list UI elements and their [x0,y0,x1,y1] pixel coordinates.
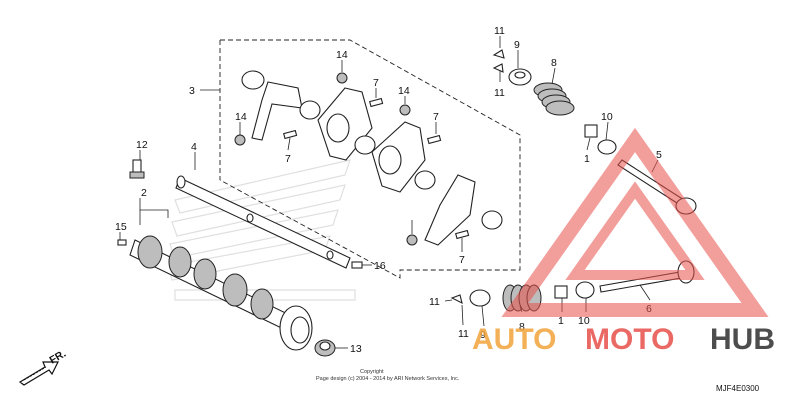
watermark-word-moto: MOTO [585,323,674,356]
callout-7c: 7 [433,111,439,123]
valve-spring-retainer-lower [469,289,491,307]
valve-stem-seal-upper [584,124,598,138]
callout-9a: 9 [514,39,520,51]
callout-13: 13 [350,343,362,355]
callout-11c: 11 [429,296,440,308]
watermark-word-auto: AUTO [472,323,556,356]
watermark-logo [501,127,769,317]
leader-lines [119,36,659,349]
rocker-arm-1 [241,70,321,141]
lock-nut-14a [234,134,246,146]
callout-2: 2 [141,187,147,199]
callout-14a: 14 [235,111,247,123]
callout-5: 5 [656,149,662,161]
callout-1a: 1 [584,153,590,165]
callout-7b: 7 [373,77,379,89]
callout-14c: 14 [398,85,410,97]
callout-8b: 8 [519,321,525,333]
bolt-12 [129,159,145,179]
dowel-pin-15 [117,239,127,246]
callout-7d: 7 [459,254,465,266]
valve-cotter-upper [492,49,505,73]
valve-spring-upper [533,82,575,116]
callout-16: 16 [374,260,386,272]
front-direction-indicator: FR. [18,348,68,386]
copyright-heading: Copyright [360,369,384,375]
rocker-arm-shaft [175,175,351,269]
watermark-word-hub: HUB [710,323,775,356]
rocker-arm-2 [317,87,376,161]
callout-9b: 9 [480,329,486,341]
rocker-arm-4 [424,174,503,246]
spring-seat-lower [575,281,595,299]
dowel-pin-16 [351,261,363,269]
callout-11d: 11 [458,328,469,340]
callout-15: 15 [115,221,127,233]
adjuster-screw-7a [283,129,298,140]
lock-nut-14c [399,104,411,116]
adjuster-screw-7c [427,134,442,145]
camshaft [129,235,313,351]
honda-wing-emblem [167,159,356,301]
spring-seat-upper [597,139,617,155]
adjuster-screw-7d [455,229,470,240]
valve-stem-seal-lower [554,285,568,299]
callout-11a: 11 [494,25,505,37]
valve-spring-retainer-upper [508,68,532,86]
adjuster-screw-7b [369,97,384,108]
callout-12: 12 [136,139,148,151]
diagram-code: MJF4E0300 [716,384,760,393]
callout-10b: 10 [578,315,590,327]
callout-8a: 8 [551,57,557,69]
callout-3: 3 [189,85,195,97]
watermark-text: AUTO MOTO HUB [472,323,775,356]
bolt-13 [314,339,336,357]
lock-nut-14d [406,234,418,246]
rocker-arm-group-box [219,39,521,279]
callout-1b: 1 [558,315,564,327]
callout-11b: 11 [494,87,505,99]
callout-7a: 7 [285,153,291,165]
callout-14b: 14 [336,49,348,61]
callout-4: 4 [191,141,197,153]
lock-nut-14b [336,72,348,84]
callout-10a: 10 [601,111,613,123]
rocker-arm-3 [371,121,436,193]
valve-cotter-lower [450,294,463,305]
copyright-notice: Page design (c) 2004 - 2014 by ARI Netwo… [316,376,460,382]
